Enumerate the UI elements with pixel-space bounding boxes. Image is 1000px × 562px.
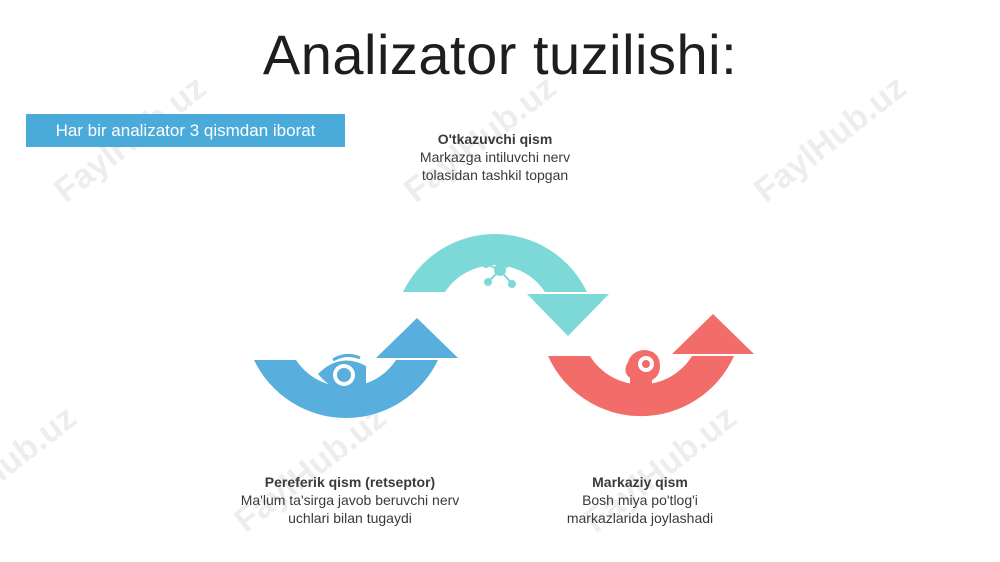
conducting-part-caption: O'tkazuvchi qism Markazga intiluvchi ner… xyxy=(385,130,605,184)
conducting-part-arrow xyxy=(403,234,609,336)
central-part-heading: Markaziy qism xyxy=(592,474,688,490)
central-part-arrow xyxy=(548,314,754,417)
page-title: Analizator tuzilishi: xyxy=(262,23,738,86)
subtitle-banner: Har bir analizator 3 qismdan iborat xyxy=(26,114,345,147)
central-part-desc-line1: Bosh miya po'tlog'i xyxy=(582,492,698,508)
conducting-part-desc-line2: tolasidan tashkil topgan xyxy=(421,167,569,183)
eye-icon xyxy=(318,353,366,392)
conducting-part-heading: O'tkazuvchi qism xyxy=(437,131,553,147)
peripheral-part-desc-line1: Ma'lum ta'sirga javob beruvchi nerv xyxy=(240,492,460,508)
peripheral-part-desc-line2: uchlari bilan tugaydi xyxy=(288,510,412,526)
brain-head-icon xyxy=(625,350,660,386)
central-part-caption: Markaziy qism Bosh miya po'tlog'i markaz… xyxy=(530,473,750,527)
peripheral-part-caption: Pereferik qism (retseptor) Ma'lum ta'sir… xyxy=(205,473,495,527)
peripheral-part-heading: Pereferik qism (retseptor) xyxy=(264,474,436,490)
neuron-icon xyxy=(482,252,520,288)
central-part-desc-line2: markazlarida joylashadi xyxy=(566,510,714,526)
conducting-part-desc-line1: Markazga intiluvchi nerv xyxy=(419,149,571,165)
